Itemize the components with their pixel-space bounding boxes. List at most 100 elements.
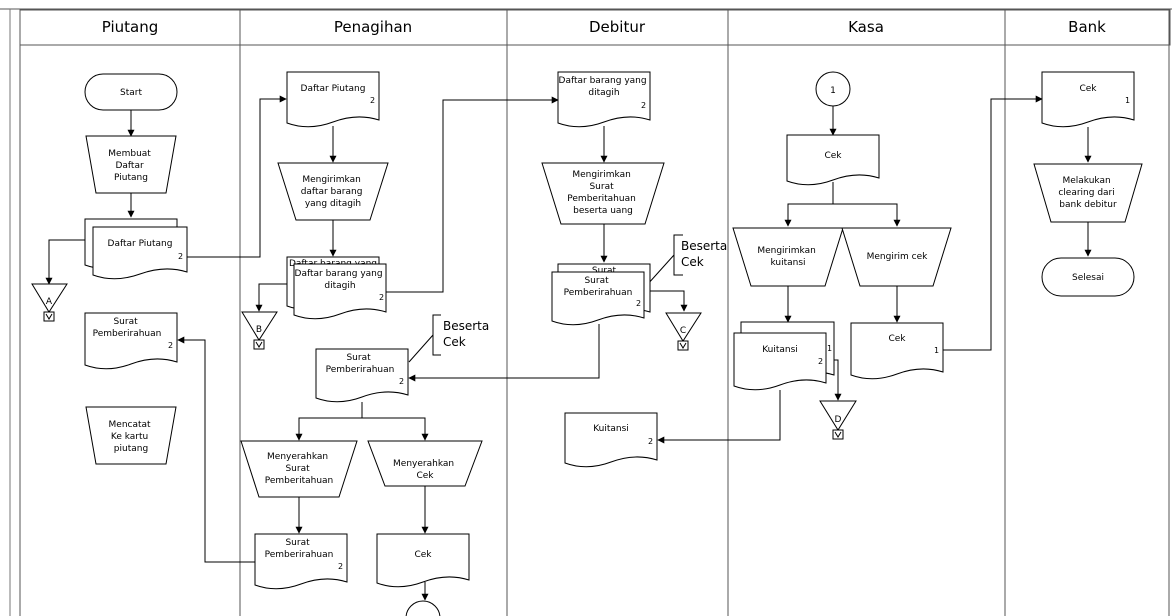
document-label: Daftar Piutang — [301, 84, 366, 94]
multi-document-daftar-barang-penagihan: Daftar barang yang Daftar barang yang di… — [286, 256, 387, 320]
process-label-line: Pemberitahuan — [567, 194, 636, 204]
document-label: Kuitansi — [593, 424, 629, 434]
annotation-beserta-cek-penagihan: Beserta Cek — [443, 319, 493, 349]
svg-text:Melakukan clearing dari: Melakukan clearing dari bank debitur — [1058, 176, 1117, 210]
process-label: Mengirim cek — [867, 252, 929, 262]
document-label-line: Pemberirahuan — [93, 329, 162, 339]
svg-text:Daftar barang yang ditag: Daftar barang yang ditagih — [559, 76, 650, 98]
connector-label: 1 — [830, 86, 836, 96]
svg-text:Mengirimkan daftar baran: Mengirimkan daftar barang yang ditagih — [301, 175, 366, 209]
process-mengirim-cek: Mengirim cek — [841, 227, 952, 287]
copy-number: 2 — [636, 299, 641, 308]
document-label-line: Pemberirahuan — [326, 365, 395, 375]
copy-number: 2 — [641, 101, 646, 110]
lane-titles: Piutang Penagihan Debitur Kasa Bank — [102, 18, 1106, 36]
process-label-line: Daftar — [115, 161, 143, 171]
document-surat-pemberirahuan-piutang: Surat Pemberirahuan 2 — [84, 312, 178, 370]
annotation-line: Beserta — [681, 239, 727, 253]
document-surat-pemberirahuan-penagihan: Surat Pemberirahuan 2 — [315, 348, 409, 403]
process-label-line: Mengirimkan — [757, 246, 815, 256]
svg-text:Mencatat Ke kartu: Mencatat Ke kartu piutang — [109, 420, 154, 454]
document-cek-kasa-2: Cek 1 — [850, 322, 944, 380]
process-label-line: bank debitur — [1059, 200, 1117, 210]
offpage-connector-a: A — [31, 283, 68, 322]
svg-text:Daftar barang yang ditag: Daftar barang yang ditagih — [295, 269, 386, 291]
onpage-connector-bottom — [405, 600, 441, 616]
flow-lines — [45, 95, 1092, 601]
process-label-line: yang ditagih — [305, 199, 361, 209]
svg-text:Beserta Cek: Beserta Cek — [443, 319, 493, 349]
document-label: Cek — [824, 151, 842, 161]
document-label: Daftar Piutang — [108, 239, 173, 249]
process-mengirimkan-daftar-barang: Mengirimkan daftar barang yang ditagih — [277, 162, 389, 221]
process-label-line: Mencatat — [109, 420, 152, 430]
document-label-line: Surat — [113, 317, 138, 327]
onpage-connector-1: 1 — [815, 71, 851, 107]
offpage-connector-c: C — [665, 312, 702, 351]
lane-title-bank: Bank — [1068, 18, 1106, 36]
document-label: Cek — [888, 334, 906, 344]
process-label-line: kuitansi — [770, 258, 805, 268]
process-mencatat-kartu-piutang: Mencatat Ke kartu piutang — [85, 406, 177, 465]
connector-label: D — [835, 415, 842, 425]
process-label-line: Piutang — [114, 173, 148, 183]
multi-document-kuitansi-kasa: 1 Kuitansi 2 — [733, 321, 835, 391]
process-label-line: Melakukan — [1062, 176, 1110, 186]
document-label: Cek — [1079, 84, 1097, 94]
connector-label: C — [680, 326, 686, 336]
connector-label: B — [256, 325, 262, 335]
annotation-line: Cek — [681, 255, 704, 269]
process-label-line: Mengirimkan — [572, 170, 630, 180]
copy-number: 2 — [818, 357, 823, 366]
document-label-line: Daftar barang yang — [295, 269, 383, 279]
offpage-connector-b: B — [241, 311, 278, 350]
svg-text:Surat Pemberirahuan: Surat Pemberirahuan — [265, 538, 334, 560]
process-menyerahkan-surat: Menyerahkan Surat Pemberitahuan — [240, 440, 358, 498]
svg-text:Menyerahkan Surat: Menyerahkan Surat Pemberitahuan — [265, 452, 334, 486]
document-label: Kuitansi — [762, 345, 798, 355]
svg-text:Mengirimkan Surat: Mengirimkan Surat Pemberitahuan beserta … — [567, 170, 638, 216]
lane-title-debitur: Debitur — [589, 18, 646, 36]
swimlane-frame — [0, 8, 1172, 616]
svg-text:Menyerahkan Cek: Menyerahkan Cek — [393, 459, 457, 481]
document-kuitansi-debitur: Kuitansi 2 — [564, 412, 658, 468]
copy-number: 2 — [338, 562, 343, 571]
copy-number-back: 1 — [827, 344, 832, 353]
document-label-line: Surat — [285, 538, 310, 548]
lane-title-piutang: Piutang — [102, 18, 159, 36]
copy-number: 1 — [1125, 96, 1130, 105]
annotation-line: Cek — [443, 335, 466, 349]
copy-number: 2 — [399, 377, 404, 386]
document-label-line: ditagih — [588, 88, 619, 98]
process-label-line: Pemberitahuan — [265, 476, 334, 486]
process-label-line: daftar barang — [301, 187, 363, 197]
document-label-line: ditagih — [324, 281, 355, 291]
copy-number: 2 — [379, 293, 384, 302]
document-cek-bank: Cek 1 — [1041, 71, 1135, 128]
annotation-line: Beserta — [443, 319, 489, 333]
copy-number: 2 — [168, 341, 173, 350]
copy-number: 2 — [648, 437, 653, 446]
start-label: Start — [120, 88, 142, 98]
end-label: Selesai — [1072, 273, 1104, 283]
process-label-line: Cek — [416, 471, 434, 481]
document-daftar-piutang-penagihan: Daftar Piutang 2 — [286, 71, 380, 128]
multi-document-surat-debitur: Surat Surat Pemberirahuan 2 — [551, 263, 651, 326]
process-mengirimkan-kuitansi: Mengirimkan kuitansi — [732, 227, 844, 287]
svg-text:Beserta Cek: Beserta Cek — [681, 239, 731, 269]
svg-text:Surat Pemberirahuan: Surat Pemberirahuan — [326, 353, 395, 375]
svg-text:Mengirimkan kuitansi: Mengirimkan kuitansi — [757, 246, 818, 268]
lane-title-kasa: Kasa — [848, 18, 884, 36]
document-surat-pemberirahuan-penagihan-2: Surat Pemberirahuan 2 — [254, 533, 348, 590]
document-label-line: Surat — [346, 353, 371, 363]
document-label-line: Pemberirahuan — [564, 288, 633, 298]
process-label-line: Menyerahkan — [393, 459, 454, 469]
end-terminator: Selesai — [1041, 257, 1135, 297]
document-label: Cek — [414, 550, 432, 560]
process-label-line: Menyerahkan — [267, 452, 328, 462]
document-cek-kasa: Cek — [786, 134, 880, 186]
process-melakukan-clearing: Melakukan clearing dari bank debitur — [1033, 163, 1143, 223]
offpage-connector-d: D — [819, 400, 857, 440]
copy-number: 1 — [934, 346, 939, 355]
